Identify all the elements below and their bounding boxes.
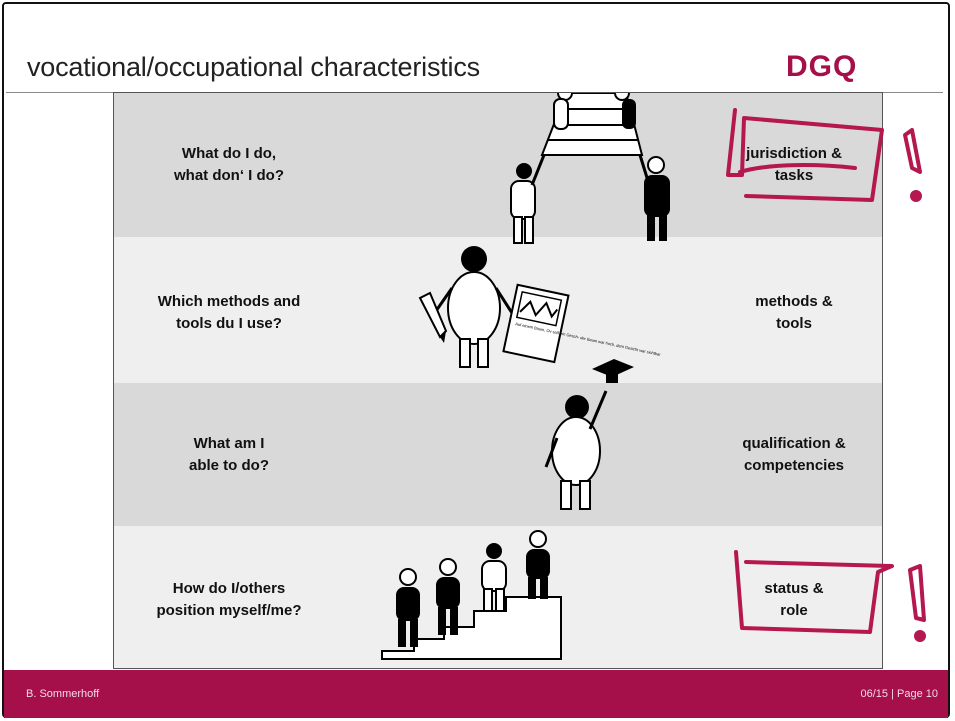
answer-methods: methods & tools <box>755 293 833 332</box>
question-tasks: What do I do, what don‘ I do? <box>174 145 284 184</box>
stairs-illustration <box>381 530 562 660</box>
ladder-illustration <box>510 93 670 244</box>
illustrations: Auf einem Baum, Ov saß ein Gesch- der Ba… <box>381 93 670 660</box>
question-methods: Which methods and tools du I use? <box>157 293 301 332</box>
characteristics-panel: What do I do, what don‘ I do? jurisdicti… <box>113 92 883 669</box>
footer-bar: B. Sommerhoff 06/15 | Page 10 <box>4 670 948 718</box>
footer-page-info: 06/15 | Page 10 <box>860 688 938 700</box>
dgq-logo: DGQ <box>786 50 858 83</box>
question-status: How do I/others position myself/me? <box>156 580 302 619</box>
slide-title: vocational/occupational characteristics <box>27 52 480 82</box>
methods-tools-illustration: Auf einem Baum, Ov saß ein Gesch- der Ba… <box>418 246 662 368</box>
row-band-qualification <box>114 383 882 526</box>
footer-author: B. Sommerhoff <box>26 688 100 700</box>
question-qualification: What am I able to do? <box>189 435 269 474</box>
graduate-illustration <box>544 359 634 510</box>
answer-qualification: qualification & competencies <box>742 435 846 474</box>
